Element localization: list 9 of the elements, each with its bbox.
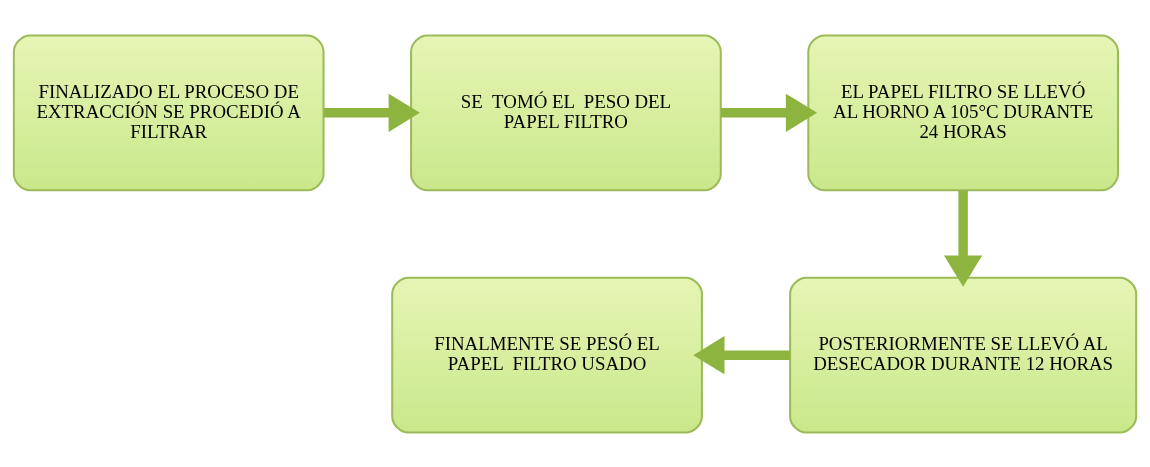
node-box: SE TOMÓ EL PESO DEL PAPEL FILTRO (410, 33, 722, 191)
arrow (721, 93, 818, 132)
node-box: FINALMENTE SE PESÓ EL PAPEL FILTRO USADO (391, 276, 703, 434)
node-box: FINALIZADO EL PROCESO DE EXTRACCIÓN SE PROCEDIÓ A FILTRAR (12, 33, 325, 191)
node-box: EL PAPEL FILTRO SE LLEVÓ AL HORNO A 105°C DURANTE 24 HORAS (807, 33, 1119, 191)
arrow (693, 335, 790, 374)
arrow (944, 190, 983, 287)
node-box: POSTERIORMENTE SE LLEVÓ AL DESECADOR DURANTE 12 HORAS (789, 276, 1138, 434)
arrow (323, 93, 420, 132)
